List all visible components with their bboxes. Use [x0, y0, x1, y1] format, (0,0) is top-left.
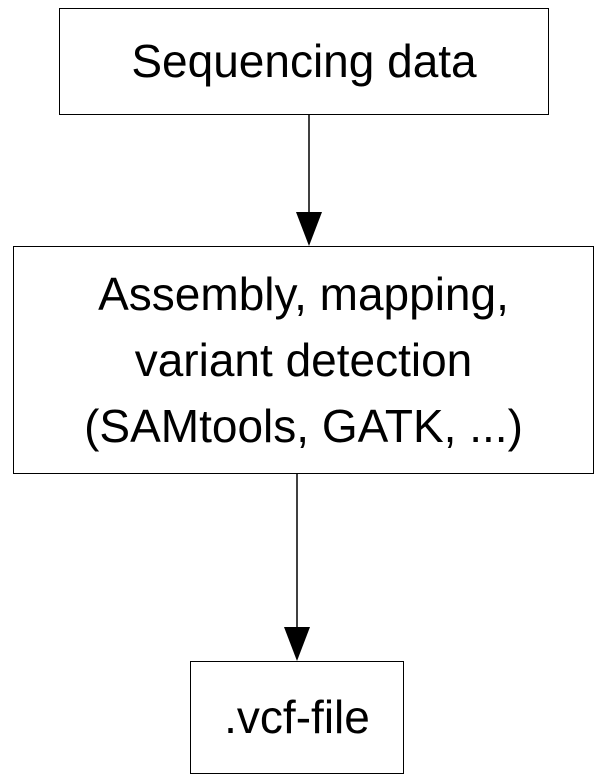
node-vcf-file: .vcf-file: [190, 661, 404, 774]
node-sequencing-data: Sequencing data: [59, 8, 549, 115]
arrow-sequencing-to-processing: [296, 115, 322, 246]
node-sequencing-data-label: Sequencing data: [131, 34, 477, 87]
arrow-processing-to-output: [284, 474, 310, 661]
node-processing-label: Assembly, mapping, variant detection (SA…: [84, 268, 523, 452]
node-vcf-file-label: .vcf-file: [224, 690, 370, 743]
node-processing: Assembly, mapping, variant detection (SA…: [13, 246, 594, 474]
